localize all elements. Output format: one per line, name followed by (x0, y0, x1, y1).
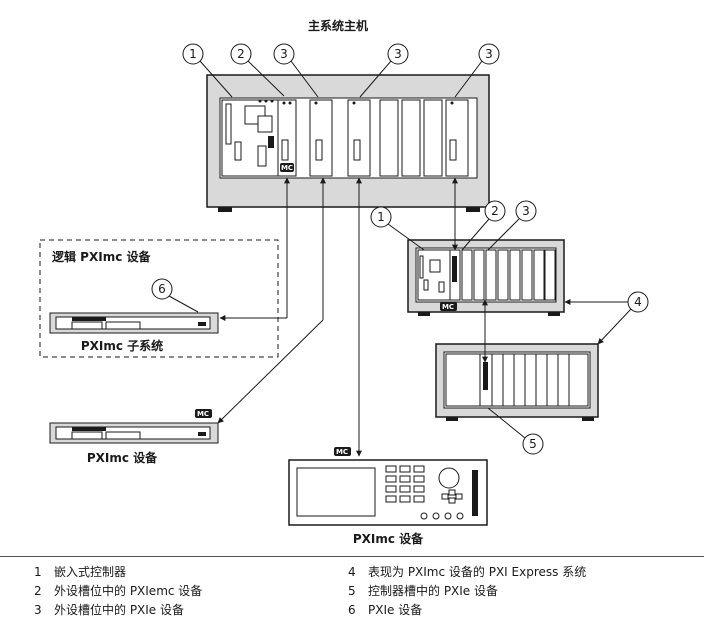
callouts-right: 1 2 3 4 5 (370, 200, 649, 455)
callout-6: 6 (158, 282, 166, 296)
subsystem-device (49, 312, 219, 334)
host-label: 主系统主机 (308, 18, 368, 33)
callout-3b-host: 3 (394, 47, 402, 61)
host-controller-module (221, 99, 279, 177)
pxie-chassis-upper: MC (407, 239, 565, 316)
logical-group-label: 逻辑 PXImc 设备 (52, 249, 151, 264)
pximc-device-bottom: MC (288, 447, 488, 526)
mc-badge-host: MC (281, 164, 293, 172)
mc-badge-bottom: MC (336, 448, 348, 456)
callout-4: 4 (634, 295, 642, 309)
host-chassis: MC (206, 74, 490, 212)
logical-pximc-group: 逻辑 PXImc 设备 PXImc 子系统 6 (39, 239, 279, 358)
subsystem-label: PXImc 子系统 (81, 338, 163, 353)
callout-3-right: 3 (522, 204, 530, 218)
mc-badge-left: MC (197, 410, 209, 418)
pxie-chassis-lower (435, 343, 599, 421)
mc-badge-upper-right: MC (442, 303, 454, 311)
callout-2-host: 2 (237, 47, 245, 61)
callout-1-host: 1 (189, 47, 197, 61)
host-pxiemc-module: MC (277, 99, 297, 177)
callout-3c-host: 3 (485, 47, 493, 61)
pximc-device-left: MC (49, 409, 219, 444)
connections (217, 177, 488, 457)
callout-1-right: 1 (377, 210, 385, 224)
callout-3a-host: 3 (280, 47, 288, 61)
pximc-device-left-label: PXImc 设备 (87, 450, 158, 465)
callout-5: 5 (529, 437, 537, 451)
pximc-device-bottom-label: PXImc 设备 (353, 531, 424, 546)
callout-2-right: 2 (491, 204, 499, 218)
callouts-host: 1 2 3 3 3 (182, 43, 500, 98)
